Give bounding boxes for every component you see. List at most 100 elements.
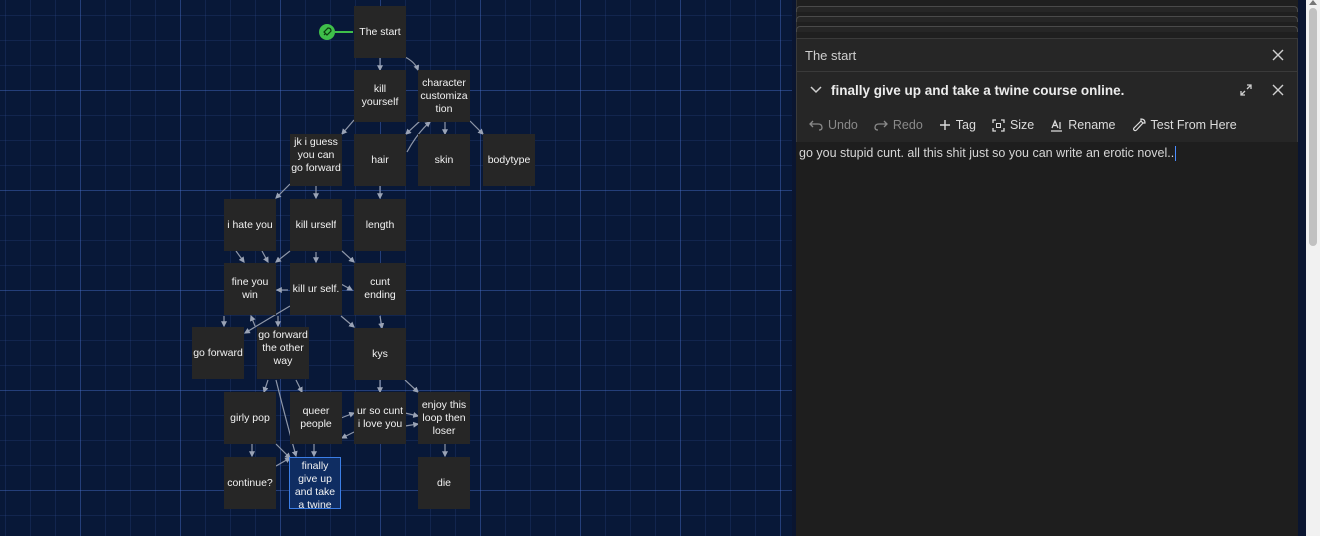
redo-button[interactable]: Redo (868, 112, 929, 138)
link-ur-queer (340, 431, 355, 439)
passage-girly-pop[interactable]: girly pop (224, 392, 276, 444)
passage-label: skin (434, 153, 454, 166)
passage-label: enjoy this loop then loser (421, 398, 467, 437)
passage-header: finally give up and take a twine course … (796, 72, 1298, 108)
undo-label: Undo (828, 118, 858, 132)
scroll-up-arrow-icon[interactable] (1309, 0, 1317, 5)
stacked-dialog-edge[interactable] (796, 26, 1298, 32)
passage-skin[interactable]: skin (418, 134, 470, 186)
test-from-here-button[interactable]: Test From Here (1126, 112, 1243, 138)
passage-label: go forward the other way (258, 329, 308, 367)
passage-label: jk i guess you can go forward (291, 136, 341, 174)
passage-cunt-ending[interactable]: cunt ending (354, 263, 406, 315)
passage-label: queer people (300, 405, 332, 430)
link-ur-enjoy (404, 411, 420, 418)
chevron-down-icon[interactable] (805, 79, 827, 101)
link-cont-finally (275, 457, 292, 467)
link-hate-fine (235, 250, 245, 263)
passage-toolbar: Undo Redo Tag Size Rename Test From Here (796, 108, 1298, 142)
rename-button[interactable]: Rename (1044, 112, 1121, 138)
link-ur-enjoy2 (404, 421, 420, 428)
link-kill-jk (341, 119, 355, 135)
link-jk-hate (275, 183, 291, 199)
passage-continue[interactable]: continue? (224, 457, 276, 509)
passage-label: continue? (227, 476, 273, 489)
undo-icon (809, 120, 823, 131)
rename-icon (1051, 118, 1063, 132)
link-other-finally (275, 379, 298, 458)
link-ku-fine (275, 250, 291, 263)
passage-label: finally give up and take a twine course … (294, 460, 336, 508)
passage-go-forward-other-way[interactable]: go forward the other way (257, 327, 309, 379)
passage-label: character customiza tion (420, 76, 468, 115)
undo-button[interactable]: Undo (803, 112, 864, 138)
passage-label: kill yourself (361, 83, 399, 108)
close-dialog-icon[interactable] (1267, 44, 1289, 66)
size-label: Size (1009, 118, 1035, 132)
passage-name: finally give up and take a twine course … (831, 82, 1125, 98)
link-other-fine (249, 314, 256, 327)
passage-kill-urself[interactable]: kill urself (290, 199, 342, 251)
test-from-here-label: Test From Here (1150, 118, 1237, 132)
passage-queer-people[interactable]: queer people (290, 392, 342, 444)
link-char-body (469, 120, 484, 135)
passage-i-hate-you[interactable]: i hate you (224, 199, 276, 251)
link-kus-kys (340, 315, 355, 328)
link-ku-cunt (341, 250, 355, 263)
tag-button[interactable]: Tag (933, 112, 982, 138)
size-icon (992, 118, 1005, 132)
passage-label: kill urself (295, 218, 337, 231)
link-other-girly (262, 379, 269, 394)
passage-finally-give-up[interactable]: finally give up and take a twine course … (289, 457, 341, 509)
passage-label: fine you win (231, 276, 269, 301)
passage-length[interactable]: length (354, 199, 406, 251)
passage-die[interactable]: die (418, 457, 470, 509)
passage-label: ur so cunt i love you (356, 405, 404, 430)
link-start-char (404, 56, 420, 72)
passage-enjoy-this-loop[interactable]: enjoy this loop then loser (418, 392, 470, 444)
redo-icon (874, 120, 888, 131)
tag-label: Tag (955, 118, 976, 132)
close-icon[interactable] (1267, 79, 1289, 101)
dialog-title: The start (805, 47, 857, 63)
passage-label: die (436, 476, 451, 489)
passage-kill-yourself[interactable]: kill yourself (354, 70, 406, 122)
link-hate-fine2 (261, 250, 269, 264)
passage-ur-so-cunt[interactable]: ur so cunt i love you (354, 392, 406, 444)
stacked-dialog-edge[interactable] (796, 6, 1298, 12)
rename-label: Rename (1068, 118, 1116, 132)
maximize-icon[interactable] (1235, 79, 1257, 101)
passage-character-customization[interactable]: character customiza tion (418, 70, 470, 122)
passage-text: go you stupid cunt. all this shit just s… (799, 146, 1175, 160)
passage-label: The start (359, 25, 401, 38)
link-kys-enjoy (404, 379, 419, 393)
link-kus-cunt (340, 283, 354, 291)
passage-fine-you-win[interactable]: fine you win (224, 263, 276, 315)
scrollbar[interactable] (1306, 0, 1320, 536)
plus-icon (939, 120, 950, 130)
passage-the-start[interactable]: The start (354, 6, 406, 58)
passage-label: bodytype (487, 153, 531, 166)
passage-kys[interactable]: kys (354, 328, 406, 380)
passage-label: kill ur self. (292, 282, 340, 295)
dialog-title-bar[interactable]: The start (796, 38, 1298, 72)
passage-label: go forward (193, 346, 243, 359)
stacked-dialog-edge[interactable] (796, 16, 1298, 22)
link-cunt-kys (378, 315, 385, 330)
scrollbar-thumb[interactable] (1309, 8, 1317, 246)
passage-go-forward[interactable]: go forward (192, 327, 244, 379)
text-caret (1175, 146, 1177, 162)
rocket-icon (319, 24, 335, 40)
passage-label: hair (371, 153, 389, 166)
link-kus-goforward (243, 305, 291, 334)
link-queer-ur (340, 411, 356, 419)
passage-kill-ur-self[interactable]: kill ur self. (290, 263, 342, 315)
story-map-canvas[interactable]: The start kill yourself character custom… (0, 0, 792, 536)
start-connector (335, 31, 353, 33)
size-button[interactable]: Size (986, 112, 1040, 138)
passage-hair[interactable]: hair (354, 134, 406, 186)
passage-label: i hate you (227, 218, 273, 231)
passage-jk[interactable]: jk i guess you can go forward (290, 134, 342, 186)
passage-bodytype[interactable]: bodytype (483, 134, 535, 186)
passage-text-editor[interactable]: go you stupid cunt. all this shit just s… (796, 142, 1298, 536)
